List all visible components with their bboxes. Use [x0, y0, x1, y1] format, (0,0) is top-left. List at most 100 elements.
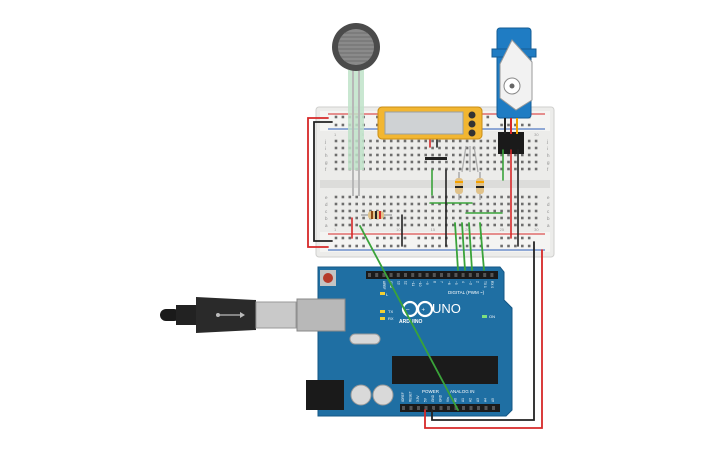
resistor-2[interactable]	[455, 172, 463, 200]
breadboard-hole	[341, 209, 345, 213]
breadboard-hole	[452, 146, 455, 150]
breadboard-hole	[424, 160, 427, 164]
wire-red-5v[interactable]	[424, 249, 543, 429]
breadboard-hole	[534, 167, 538, 171]
breadboard-hole	[369, 139, 372, 143]
breadboard-hole	[507, 153, 510, 157]
lcd-mount-hole-bottom	[468, 129, 476, 137]
breadboard-hole	[514, 160, 517, 164]
breadboard-hole	[493, 160, 496, 164]
wire-green-d4[interactable]	[479, 222, 485, 271]
breadboard-hole	[479, 146, 483, 150]
breadboard-hole	[479, 153, 483, 157]
resistor-1[interactable]	[361, 211, 392, 219]
lcd-mount-hole-middle	[468, 120, 476, 128]
lcd-mount-hole-top	[468, 111, 476, 119]
breadboard-hole	[486, 216, 490, 220]
bottom-pin-label: RESET	[409, 391, 413, 402]
breadboard-hole	[521, 195, 524, 199]
wires[interactable]	[307, 117, 543, 429]
breadboard-hole	[458, 223, 462, 227]
breadboard-hole	[472, 160, 476, 164]
breadboard-hole	[389, 202, 393, 206]
rail-hole	[376, 244, 379, 248]
rail-hole	[348, 244, 352, 248]
breadboard-hole	[431, 195, 434, 199]
breadboard-hole	[362, 202, 365, 206]
breadboard-hole	[424, 139, 427, 143]
jumper-black-short	[425, 157, 447, 160]
breadboard-hole	[527, 195, 531, 199]
rail-hole	[424, 244, 427, 248]
rail-hole	[341, 236, 345, 240]
breadboard-hole	[465, 195, 469, 199]
header-pin	[402, 406, 405, 410]
force-sensor[interactable]	[332, 23, 380, 196]
bottom-pin-label: A1	[461, 398, 465, 402]
digital-pin-label: 8	[432, 281, 436, 283]
breadboard-hole	[362, 216, 365, 220]
breadboard-hole	[383, 216, 386, 220]
wire-green-d3[interactable]	[468, 222, 473, 271]
rail-hole	[507, 123, 510, 127]
header-pin	[461, 273, 465, 277]
wire-green-analog[interactable]	[359, 225, 459, 411]
wire-green-d2[interactable]	[461, 222, 466, 271]
breadboard-hole	[424, 223, 427, 227]
wire-green-d1[interactable]	[454, 222, 459, 271]
breadboard-hole	[507, 209, 510, 213]
rail-hole	[438, 244, 441, 248]
rail-hole	[417, 236, 421, 240]
resistor-3[interactable]	[476, 172, 484, 200]
rail-hole	[376, 236, 379, 240]
breadboard-hole	[431, 202, 434, 206]
lcd-display[interactable]	[377, 106, 483, 140]
breadboard-hole	[486, 223, 490, 227]
breadboard-hole	[527, 160, 531, 164]
breadboard-hole	[334, 160, 338, 164]
analog-label: ANALOG IN	[450, 389, 475, 394]
rail-hole	[479, 244, 483, 248]
breadboard-hole	[493, 139, 496, 143]
reset-button-cap[interactable]	[323, 273, 333, 283]
breadboard-hole	[514, 202, 517, 206]
breadboard-hole	[403, 146, 407, 150]
wire-red-left-rail[interactable]	[307, 117, 329, 248]
breadboard-hole	[500, 223, 503, 227]
servo-motor[interactable]	[491, 27, 537, 154]
breadboard-hole	[527, 167, 531, 171]
column-number: 20	[465, 227, 470, 232]
row-letter: i	[547, 146, 548, 151]
breadboard-hole	[458, 209, 462, 213]
header-pin	[468, 273, 472, 277]
breadboard-hole	[376, 167, 379, 171]
rail-hole	[507, 244, 510, 248]
header-pin	[425, 273, 429, 277]
row-letter: f	[325, 167, 327, 172]
breadboard-hole	[410, 209, 414, 213]
digital-header	[366, 271, 498, 279]
wire-black-gnd[interactable]	[431, 241, 535, 421]
breadboard-hole	[383, 153, 386, 157]
resistor-1-band-2	[375, 211, 377, 219]
breadboard-hole	[458, 160, 462, 164]
breadboard-hole	[438, 195, 441, 199]
breadboard-hole	[383, 209, 386, 213]
rail-hole	[472, 236, 476, 240]
breadboard-hole	[527, 202, 531, 206]
bottom-pin-label: Vin	[446, 397, 450, 402]
rx-label: RX	[388, 316, 394, 321]
usb-cable[interactable]	[160, 297, 297, 333]
wire-black-left-rail[interactable]	[313, 121, 333, 242]
breadboard-hole	[521, 167, 524, 171]
rail-hole	[334, 115, 338, 119]
breadboard-hole	[438, 209, 441, 213]
breadboard-hole	[389, 160, 393, 164]
rail-hole	[500, 123, 503, 127]
breadboard-hole	[334, 216, 338, 220]
breadboard-hole	[452, 160, 455, 164]
breadboard-hole	[465, 216, 469, 220]
header-pin	[382, 273, 386, 277]
breadboard-hole	[438, 146, 441, 150]
